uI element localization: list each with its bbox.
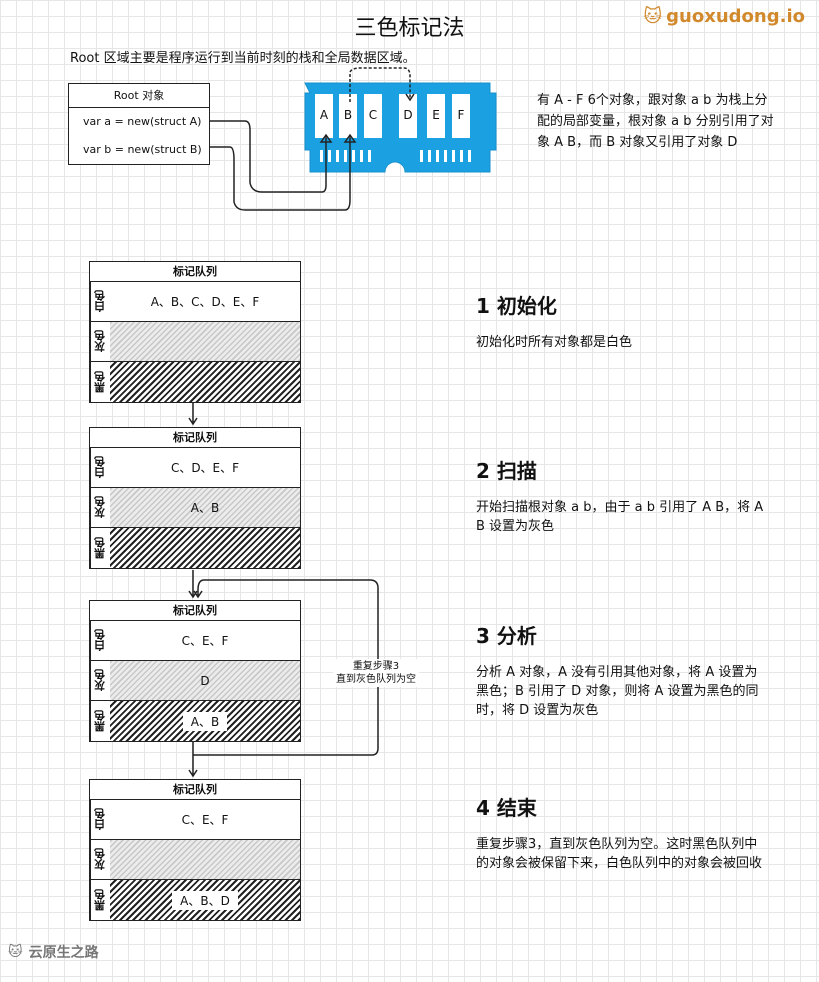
memory-object-C	[364, 94, 382, 138]
gray-row: 灰色	[90, 322, 300, 362]
loop-label: 重复步骤3 直到灰色队列为空	[333, 659, 419, 687]
white-objects-text: C、E、F	[181, 634, 229, 648]
brand-text: guoxudong.io	[666, 6, 805, 27]
queue-header: 标记队列	[90, 262, 300, 282]
memory-object-D	[399, 94, 417, 138]
memory-object-label: A	[319, 108, 329, 122]
white-objects: A、B、C、D、E、F	[110, 282, 300, 321]
white-objects-text: C、E、F	[181, 813, 229, 827]
black-objects-text: A、B、D	[172, 890, 238, 910]
loop-arrow	[193, 579, 379, 756]
white-objects-text: C、D、E、F	[170, 461, 240, 475]
black-row: 黑色 A、B、D	[90, 880, 300, 920]
queue-header: 标记队列	[90, 601, 300, 621]
brand-logo: 🐱guoxudong.io	[643, 6, 805, 27]
white-label: 白色	[90, 621, 110, 660]
subtitle: Root 区域主要是程序运行到当前时刻的栈和全局数据区域。	[70, 51, 416, 66]
step-title: 3 分析	[476, 624, 537, 648]
footer-text: 云原生之路	[28, 945, 99, 961]
loop-label-line1: 重复步骤3	[352, 661, 400, 672]
white-objects: C、D、E、F	[110, 448, 300, 487]
black-objects-text: A、B	[182, 711, 228, 731]
queue-header: 标记队列	[90, 428, 300, 448]
black-row: 黑色	[90, 528, 300, 568]
memory-object-label: C	[368, 108, 378, 122]
memory-object-label: E	[432, 108, 440, 122]
step-title: 2 扫描	[476, 459, 537, 483]
white-label: 白色	[90, 448, 110, 487]
gray-objects	[110, 840, 300, 879]
black-label: 黑色	[90, 701, 110, 741]
step-description: 初始化时所有对象都是白色	[476, 335, 633, 350]
memory-object-B	[339, 94, 357, 138]
step-description: 开始扫描根对象 a b，由于 a b 引用了 A B，将 A B 设置为灰色	[476, 500, 764, 534]
gray-row: 灰色 D	[90, 661, 300, 701]
white-objects-text: A、B、C、D、E、F	[150, 295, 260, 309]
white-objects: C、E、F	[110, 800, 300, 839]
step-description: 分析 A 对象，A 没有引用其他对象，将 A 设置为黑色；B 引用了 D 对象，…	[476, 665, 759, 718]
step-title: 1 初始化	[476, 294, 557, 318]
black-label: 黑色	[90, 880, 110, 920]
step-title: 4 结束	[476, 796, 537, 820]
intro-text: 有 A - F 6个对象，跟对象 a b 为栈上分配的局部变量，根对象 a b …	[537, 93, 774, 150]
page-title: 三色标记法	[354, 16, 465, 41]
white-label: 白色	[90, 800, 110, 839]
cat-logo-icon: 🐱	[643, 6, 663, 27]
footer-brand: 🐱 云原生之路	[8, 942, 99, 962]
gray-objects: A、B	[110, 488, 300, 527]
gray-row: 灰色 A、B	[90, 488, 300, 528]
black-row: 黑色 A、B	[90, 701, 300, 741]
ref-b-arrow	[210, 136, 351, 211]
black-objects	[110, 362, 300, 402]
mark-queue-1: 标记队列白色 A、B、C、D、E、F 灰色黑色	[89, 261, 301, 403]
gray-row: 灰色	[90, 840, 300, 880]
root-object-box: Root 对象 var a = new(struct A) var b = ne…	[68, 83, 210, 165]
memory-object-F	[452, 94, 470, 138]
root-var-b: var b = new(struct B)	[83, 143, 202, 156]
ref-a-arrow	[210, 120, 327, 193]
white-row: 白色 C、E、F	[90, 621, 300, 661]
white-row: 白色 C、D、E、F	[90, 448, 300, 488]
black-objects	[110, 528, 300, 568]
memory-object-E	[427, 94, 445, 138]
cat-logo-icon: 🐱	[8, 944, 23, 960]
gray-objects: D	[110, 661, 300, 700]
gray-label: 灰色	[90, 840, 110, 879]
gray-objects-text: A、B	[190, 501, 220, 515]
black-row: 黑色	[90, 362, 300, 402]
queue-header: 标记队列	[90, 780, 300, 800]
gray-objects	[110, 322, 300, 361]
memory-object-label: B	[343, 108, 353, 122]
black-objects: A、B、D	[110, 880, 300, 920]
white-label: 白色	[90, 282, 110, 321]
root-var-a: var a = new(struct A)	[83, 115, 202, 128]
memory-object-label: D	[403, 108, 413, 122]
root-box-header: Root 对象	[69, 84, 209, 108]
white-objects: C、E、F	[110, 621, 300, 660]
gray-label: 灰色	[90, 322, 110, 361]
gray-objects-text: D	[200, 673, 210, 688]
memory-object-A	[315, 94, 333, 138]
memory-diagram	[210, 67, 497, 211]
loop-label-line2: 直到灰色队列为空	[336, 674, 416, 685]
white-row: 白色 C、E、F	[90, 800, 300, 840]
mark-queue-2: 标记队列白色 C、D、E、F 灰色 A、B 黑色	[89, 427, 301, 569]
ref-b-d-arrow	[349, 67, 411, 102]
black-label: 黑色	[90, 362, 110, 402]
gray-label: 灰色	[90, 488, 110, 527]
black-label: 黑色	[90, 528, 110, 568]
gray-label: 灰色	[90, 661, 110, 700]
mark-queue-4: 标记队列白色 C、E、F 灰色黑色 A、B、D	[89, 779, 301, 921]
black-objects: A、B	[110, 701, 300, 741]
white-row: 白色 A、B、C、D、E、F	[90, 282, 300, 322]
memory-object-label: F	[457, 108, 465, 122]
step-description: 重复步骤3，直到灰色队列为空。这时黑色队列中的对象会被保留下来，白色队列中的对象…	[476, 837, 763, 871]
mark-queue-3: 标记队列白色 C、E、F 灰色 D 黑色 A、B	[89, 600, 301, 742]
